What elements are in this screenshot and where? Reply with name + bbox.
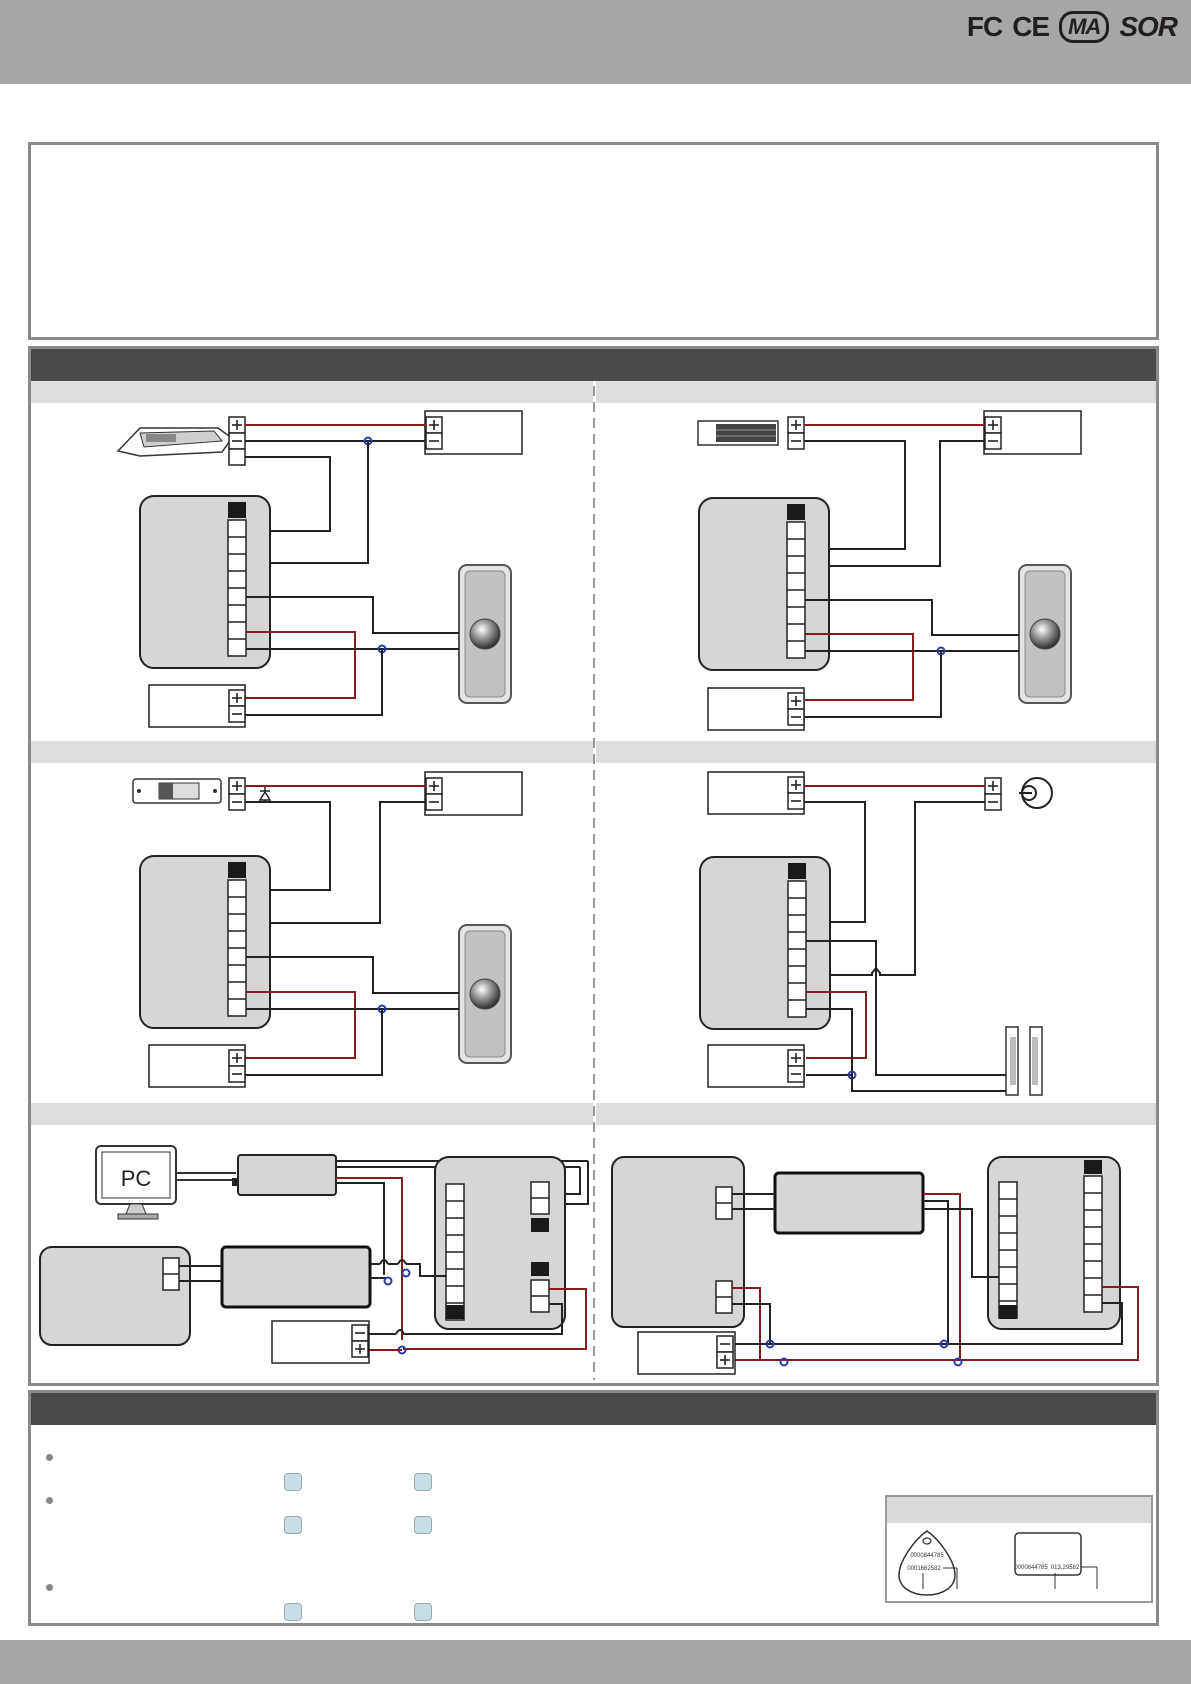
wiring-section-header <box>31 349 1156 381</box>
door-sensor-device <box>1005 1026 1043 1096</box>
magnetic-lock-device <box>697 420 779 446</box>
diagram-1-subheader <box>31 381 593 403</box>
option-checkbox-1b[interactable] <box>414 1473 432 1491</box>
card-illustrations: 0000844785 0001662582 0000844785 013,295… <box>898 1530 1098 1596</box>
sor-logo: SOR <box>1119 11 1178 42</box>
diagram-4-bell-door-sensor <box>699 772 1053 1096</box>
diagram-6-subheader <box>596 1103 1156 1125</box>
bell-device <box>1019 777 1053 809</box>
diagram-1-bolt-lock <box>116 410 523 727</box>
header-bar: FC CE MA SOR <box>0 0 1191 84</box>
option-checkbox-3a[interactable] <box>284 1603 302 1621</box>
card-icon: 0000844785 013,29582 <box>1014 1532 1098 1589</box>
footer-bar <box>0 1640 1191 1684</box>
keyfob-number-2: 0001662582 <box>907 1566 941 1572</box>
card-number-1: 0000844785 <box>1014 1565 1048 1571</box>
card-panel-header <box>887 1497 1151 1523</box>
cards-section-header <box>31 1393 1156 1425</box>
certification-logos: FC CE MA SOR <box>966 10 1178 44</box>
intro-box <box>28 142 1159 340</box>
fcc-logo: FC <box>966 11 1003 42</box>
diagram-2-subheader <box>596 381 1156 403</box>
keyfob-icon: 0000844785 0001662582 <box>898 1530 958 1596</box>
diagram-4-subheader <box>596 741 1156 763</box>
pc-label: PC <box>121 1166 152 1191</box>
bullet-2 <box>46 1497 53 1504</box>
electric-strike-device <box>132 778 222 804</box>
bullet-3 <box>46 1584 53 1591</box>
card-number-2: 013,29582 <box>1051 1565 1080 1571</box>
option-checkbox-3b[interactable] <box>414 1603 432 1621</box>
bullet-1 <box>46 1454 53 1461</box>
diagram-3-subheader <box>31 741 593 763</box>
keyfob-number-1: 0000844785 <box>910 1553 944 1559</box>
bolt-lock-device <box>116 427 234 457</box>
option-checkbox-1a[interactable] <box>284 1473 302 1491</box>
pc-monitor-icon: PC <box>95 1145 177 1220</box>
diagram-5-subheader <box>31 1103 593 1125</box>
option-checkbox-2b[interactable] <box>414 1516 432 1534</box>
diagram-3-electric-strike <box>132 771 523 1087</box>
option-checkbox-2a[interactable] <box>284 1516 302 1534</box>
cma-logo: MA <box>1059 11 1110 43</box>
diagram-6-reader-network <box>611 1156 1139 1375</box>
ce-logo: CE <box>1012 11 1050 42</box>
diagram-5-pc-network: PC <box>39 1145 589 1364</box>
diagram-2-magnetic-lock <box>697 410 1082 730</box>
